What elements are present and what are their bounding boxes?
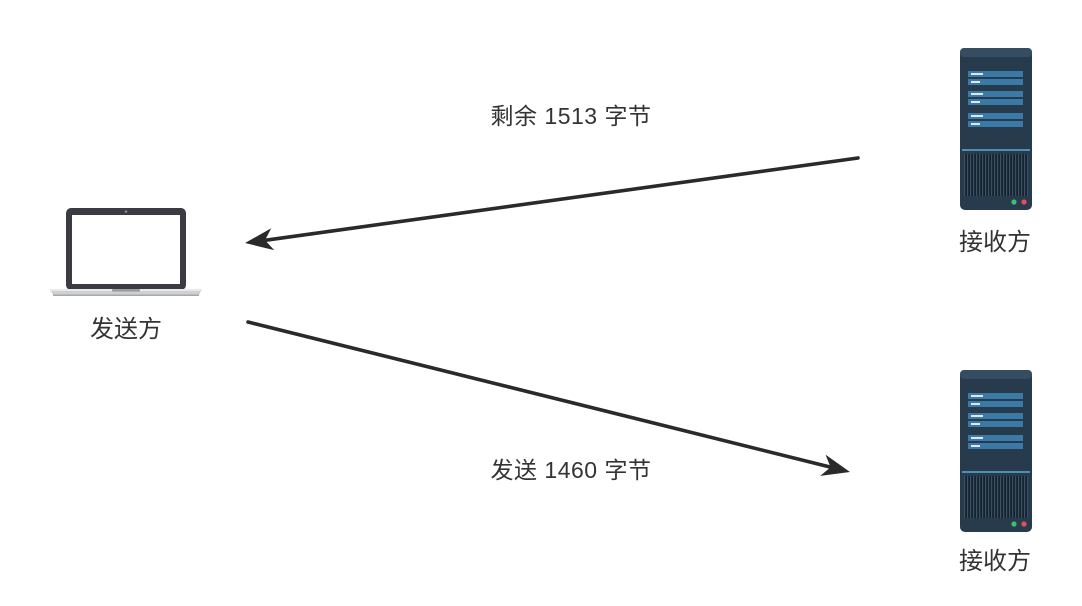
arrow-to-sender (245, 156, 860, 251)
server-led-green (1011, 199, 1017, 205)
receiver-label-2: 接收方 (959, 548, 1031, 575)
sender-node (49, 206, 203, 298)
laptop-icon (50, 208, 202, 296)
receiver-label-1: 接收方 (959, 229, 1031, 256)
server-led-red (1021, 199, 1027, 205)
server-drive-bays (968, 393, 1023, 449)
server-top-cap (960, 48, 1032, 57)
arrow-to-receiver-line (246, 320, 832, 469)
server-led-green (1011, 521, 1017, 527)
laptop-camera (124, 210, 128, 213)
arrow-to-receiver-head (820, 454, 850, 476)
arrow-to-receiver (246, 320, 850, 476)
server-vent-grille (964, 154, 1028, 196)
server-led-red (1021, 521, 1027, 527)
server-drive-bays (968, 71, 1023, 127)
receiver-node-2 (958, 368, 1034, 534)
receiver-node-1 (958, 46, 1034, 212)
laptop-screen (72, 215, 180, 284)
arrow-to-sender-head (245, 228, 275, 251)
arrow-to-sender-label: 剩余 1513 字节 (490, 103, 652, 129)
laptop-base-shadow (53, 294, 199, 296)
sender-label: 发送方 (90, 316, 162, 343)
laptop-notch (112, 289, 140, 292)
server-icon (960, 370, 1032, 532)
server-top-cap (960, 370, 1032, 379)
server-icon (960, 48, 1032, 210)
server-vent-grille (964, 476, 1028, 518)
arrow-to-receiver-label: 发送 1460 字节 (490, 457, 652, 483)
arrow-to-sender-line (264, 156, 860, 242)
